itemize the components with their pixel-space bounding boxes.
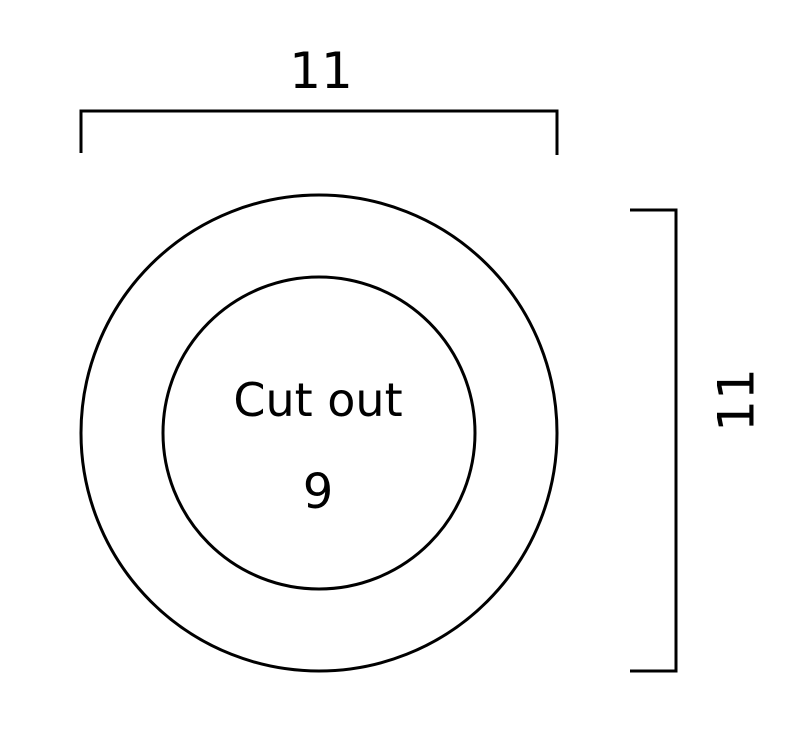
cutout-title: Cut out [233,373,402,427]
width-dimension-label: 11 [289,42,353,100]
cutout-diameter-label: 9 [303,464,334,520]
outer-circle [79,193,559,673]
cutout-circle [161,275,477,591]
height-dimension-label: 11 [708,368,766,432]
height-dimension-bracket [630,208,678,673]
width-dimension-bracket [79,109,559,155]
